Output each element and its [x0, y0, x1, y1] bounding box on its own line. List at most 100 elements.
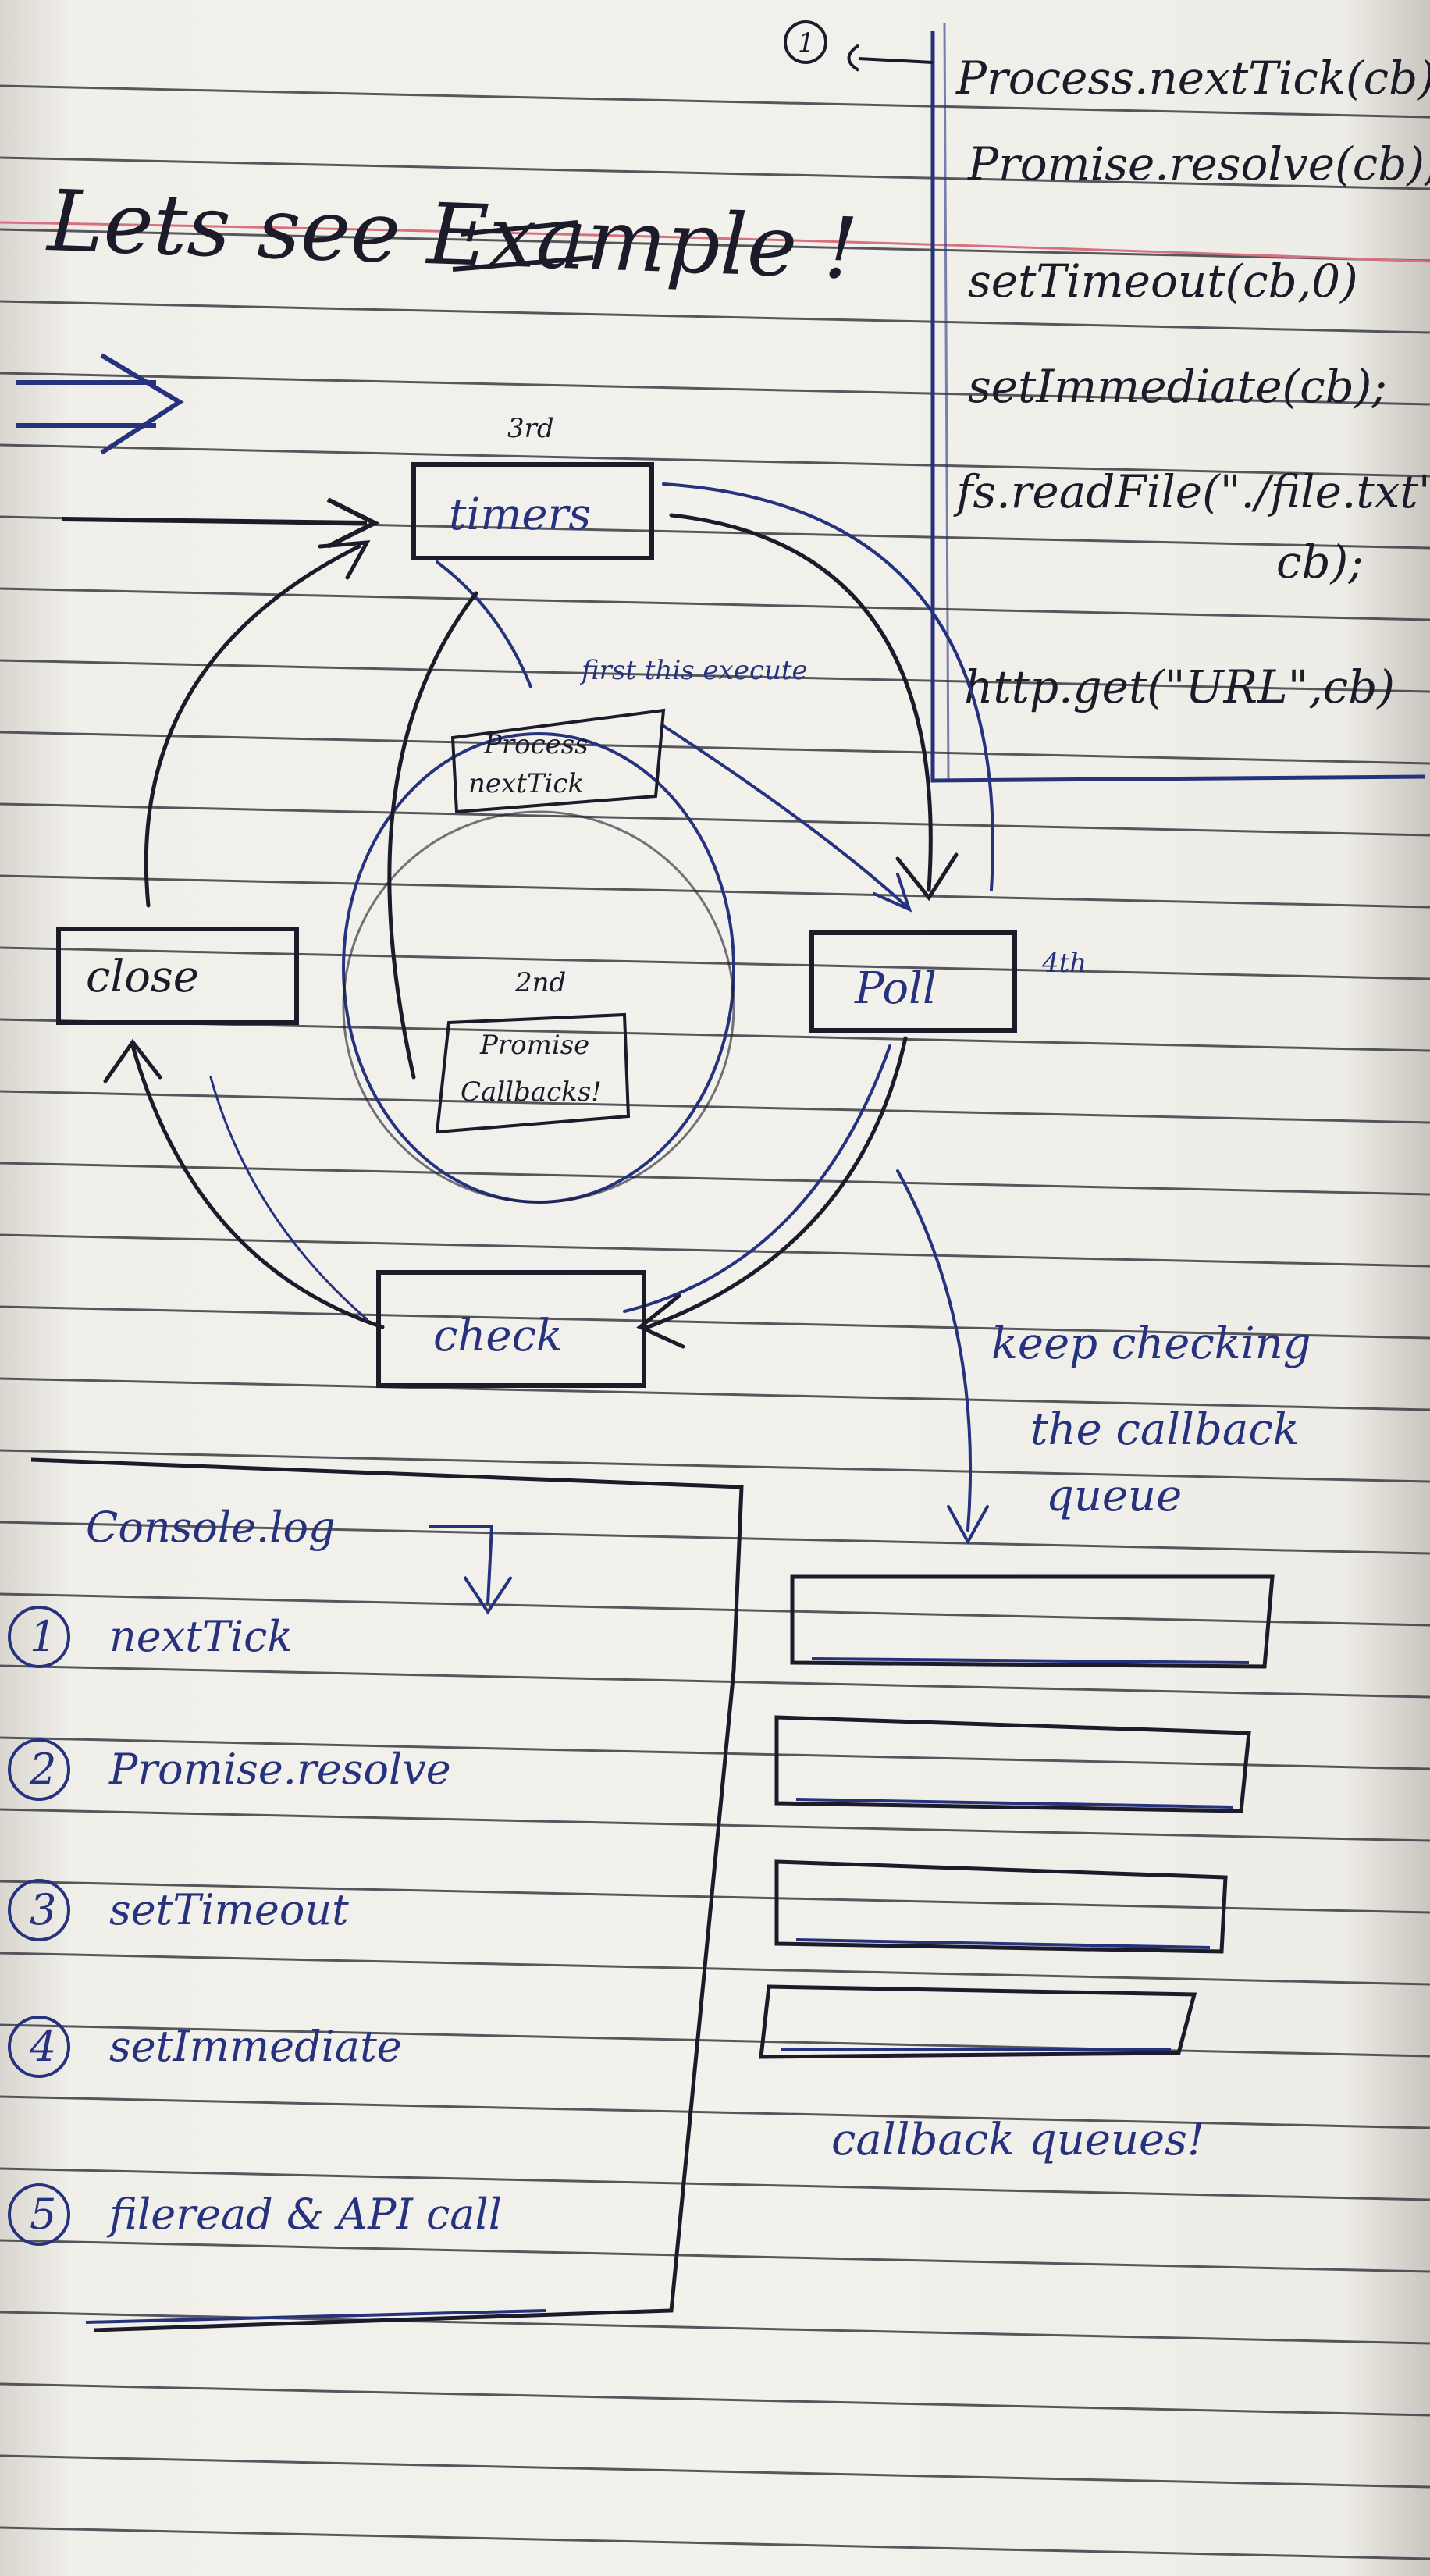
ruled-line [0, 84, 1430, 119]
arrow-poll-to-check [636, 1036, 908, 1349]
arrow-check-to-close [103, 1038, 385, 1329]
console-item-number-circle [8, 2016, 70, 2078]
phase-poll: Poll 4th [809, 930, 1087, 1033]
ruled-line [0, 2311, 1430, 2345]
phase-check: check [376, 1270, 646, 1388]
ruled-line [0, 587, 1430, 621]
page-title: Lets see Example ! [44, 173, 859, 298]
ruled-line [0, 1162, 1430, 1196]
console-item-number: 1 [30, 1612, 56, 1661]
console-item-number-circle [8, 1738, 70, 1801]
console-item-text: fileread & API call [106, 2190, 502, 2239]
console-item-number: 3 [30, 1885, 56, 1934]
console-title: Console.log [86, 1503, 336, 1552]
console-panel: Console.log 1 nextTick 2 Promise.resolve 3 se… [8, 1457, 744, 2332]
ruled-line [0, 659, 1430, 693]
ruled-line [0, 156, 1430, 190]
arrow-nexttick-to-poll [662, 724, 912, 913]
ruled-line [0, 2526, 1430, 2560]
ruled-line [0, 228, 1430, 262]
ruled-line [0, 1736, 1430, 1770]
callback-queues [759, 1574, 1275, 2059]
ruled-line [0, 1377, 1430, 1411]
console-item-number-circle [8, 2183, 70, 2246]
code-marker-arrow [847, 44, 934, 72]
next-tick-queue: Process nextTick first this execute [450, 655, 808, 814]
next-tick-label-1: Process [483, 729, 589, 760]
promise-queue: Promise Callbacks! 2nd [435, 967, 631, 1134]
ruled-line [0, 2454, 1430, 2489]
title-scribble [452, 220, 594, 272]
arrow-timers-to-poll [669, 513, 959, 902]
phase-timers: timers 3rd [411, 413, 654, 560]
poll-note-line-1: keep checking [991, 1318, 1311, 1369]
next-tick-note: first this execute [579, 655, 808, 686]
code-marker-circle [784, 20, 827, 64]
ruled-line [0, 443, 1430, 478]
phase-timers-order: 3rd [507, 413, 554, 444]
callback-queue-1 [790, 1574, 1275, 1669]
ruled-line [0, 2095, 1430, 2129]
ruled-line [0, 2382, 1430, 2417]
phase-check-label: check [433, 1311, 563, 1361]
phase-poll-label: Poll [854, 963, 937, 1014]
phase-poll-order: 4th [1041, 948, 1087, 979]
code-line-2: Promise.resolve(cb); [967, 137, 1430, 190]
code-line-5: fs.readFile("./file.txt", [953, 465, 1430, 518]
phase-close: close [56, 927, 299, 1025]
ruled-line [0, 1808, 1430, 1842]
ruled-line [0, 946, 1430, 980]
promise-label-2: Callbacks! [461, 1076, 602, 1108]
console-item-number: 2 [29, 1745, 56, 1794]
code-line-7: http.get("URL",cb) [964, 660, 1395, 713]
ruled-lines [0, 84, 1430, 2560]
ruled-line [0, 1305, 1430, 1340]
code-line-1: Process.nextTick(cb); [955, 52, 1430, 105]
console-item-text: Promise.resolve [108, 1745, 451, 1794]
phase-timers-label: timers [449, 489, 591, 540]
ruled-line [0, 1664, 1430, 1699]
next-tick-label-2: nextTick [468, 768, 584, 799]
code-line-6: cb); [1276, 535, 1364, 589]
ruled-line [0, 731, 1430, 765]
ruled-line [0, 1521, 1430, 1555]
console-item-number: 4 [29, 2022, 56, 2071]
console-item-text: setImmediate [109, 2022, 402, 2071]
ruled-line [0, 300, 1430, 334]
console-item-number-circle [8, 1606, 70, 1668]
arrow-timers-to-nexttick [436, 560, 532, 688]
callback-queues-label: callback queues! [831, 2115, 1204, 2165]
phase-close-label: close [86, 952, 199, 1002]
ruled-line [0, 2167, 1430, 2201]
console-arrow-icon [429, 1525, 513, 1615]
console-item-number: 5 [30, 2190, 56, 2239]
entry-arrow-icon [16, 353, 380, 549]
ruled-line [0, 372, 1430, 406]
ruled-line [0, 2239, 1430, 2273]
ruled-line [0, 1952, 1430, 1986]
callback-queue-2 [774, 1715, 1251, 1813]
code-marker: 1 [798, 27, 815, 59]
poll-note-line-3: queue [1046, 1471, 1182, 1521]
ruled-line [0, 1592, 1430, 1627]
callback-queue-4 [759, 1984, 1197, 2059]
promise-order: 2nd [514, 967, 566, 998]
ruled-line [0, 1233, 1430, 1268]
ruled-line [0, 1880, 1430, 1914]
console-item-text: nextTick [109, 1612, 293, 1661]
ruled-line [0, 1449, 1430, 1483]
callback-queue-3 [774, 1859, 1228, 1954]
ruled-line [0, 2023, 1430, 2058]
ruled-line [0, 874, 1430, 909]
code-line-4: setImmediate(cb); [968, 360, 1387, 413]
poll-note: keep checking the callback queue [991, 1318, 1311, 1521]
poll-note-line-2: the callback [1030, 1404, 1300, 1455]
ruled-line [0, 802, 1430, 837]
console-item-number-circle [8, 1879, 70, 1941]
code-box: 1 Process.nextTick(cb); Promise.resolve(… [784, 20, 1430, 783]
console-item-text: setTimeout [109, 1885, 349, 1934]
margin-line [0, 221, 1430, 263]
code-line-3: setTimeout(cb,0) [968, 254, 1358, 308]
